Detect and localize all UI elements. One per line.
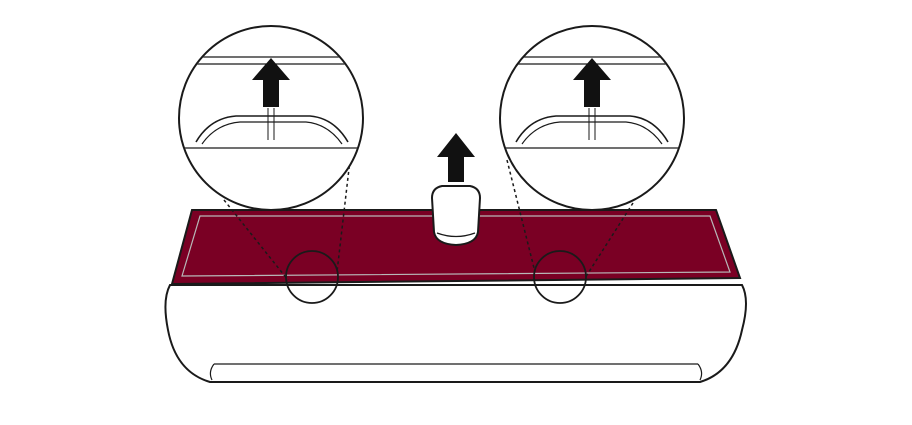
left-leader-line <box>336 159 351 273</box>
right-leader-line <box>506 159 536 273</box>
right-clip-detail <box>499 25 685 211</box>
arrow-up-icon <box>437 133 475 182</box>
arrow-up-icon <box>573 58 611 107</box>
left-clip-detail <box>178 25 364 211</box>
light-housing-body <box>164 284 747 383</box>
arrow-up-icon <box>252 58 290 107</box>
red-lens-panel <box>170 209 742 286</box>
left-leader-line <box>223 199 289 281</box>
right-clip-marker <box>533 250 587 304</box>
right-leader-line <box>584 202 634 279</box>
center-clip-tab <box>430 185 482 247</box>
